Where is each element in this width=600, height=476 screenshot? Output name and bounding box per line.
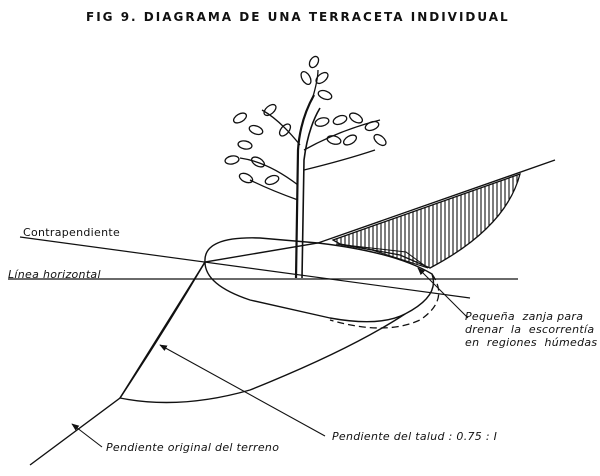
label-linea-horizontal: Línea horizontal (8, 268, 101, 281)
label-pendiente-talud: Pendiente del talud : 0.75 : I (332, 430, 498, 443)
contrapendiente-line (19, 236, 471, 299)
fill-slope-talud (118, 261, 406, 404)
label-zanja: Pequeña zanja para drenar la escorrentía… (465, 310, 598, 349)
original-slope-arrow (71, 423, 103, 448)
figure-title: FIG 9. DIAGRAMA DE UNA TERRACETA INDIVID… (86, 10, 510, 24)
cut-slope-hatched-lower (335, 243, 429, 269)
tree-icon (224, 55, 387, 279)
terrace-platform (204, 237, 435, 323)
label-contrapendiente: Contrapendiente (23, 226, 121, 239)
cut-slope-hatched (331, 172, 521, 269)
label-pendiente-original: Pendiente original del terreno (106, 441, 280, 454)
talud-arrow (159, 344, 326, 437)
zanja-arrow (417, 267, 469, 319)
